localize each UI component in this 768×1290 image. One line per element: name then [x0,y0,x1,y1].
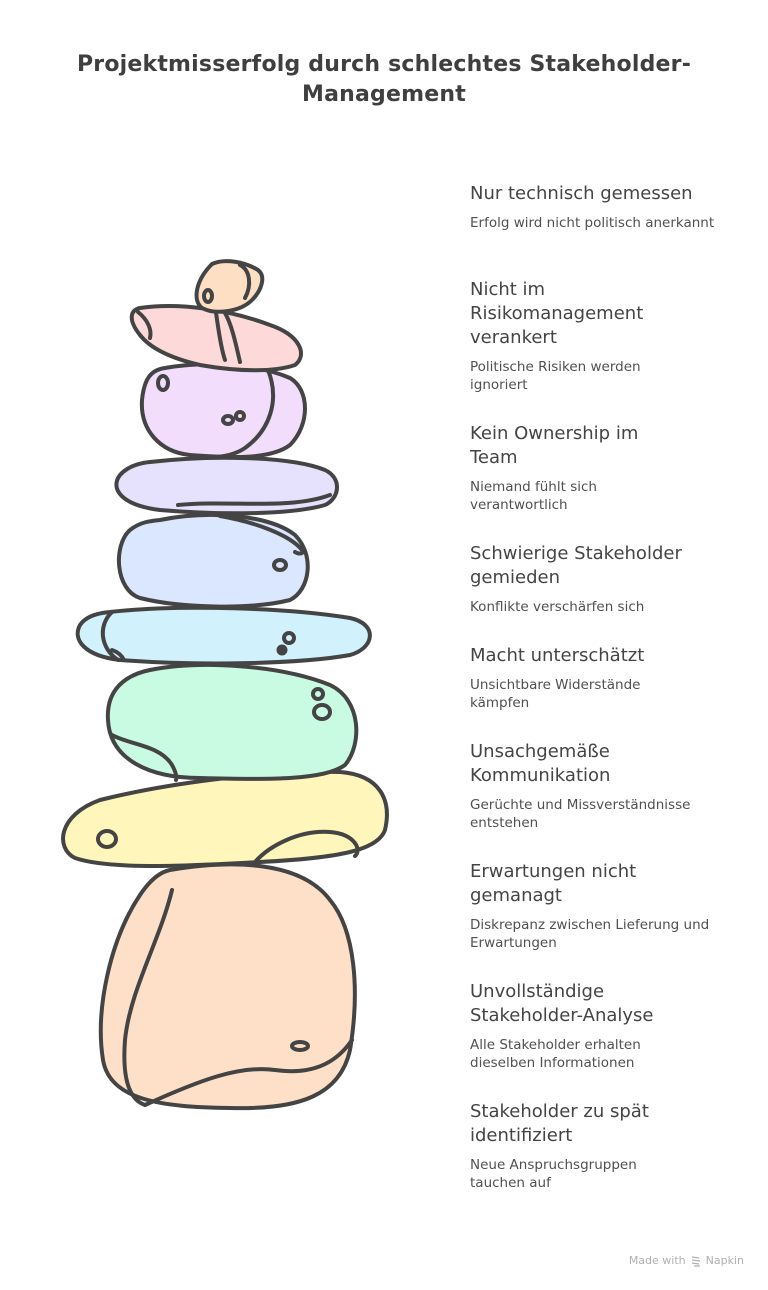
lavender-stone [114,455,339,516]
item-description: Niemand fühlt sich verantwortlich [470,479,597,513]
yellow-stone [61,769,389,868]
item-description: Gerüchte und Missverständnisse entstehen [470,797,691,831]
item-description: Erfolg wird nicht politisch anerkannt [470,215,715,231]
mint-stone [105,663,359,782]
item-title: Stakeholder zu spät identifiziert [470,1101,649,1146]
item-title: Kein Ownership im Team [470,423,639,468]
list-item: Nur technisch gemessen Erfolg wird nicht… [470,182,720,232]
cyan-stone [75,605,372,666]
item-description: Unsichtbare Widerstände kämpfen [470,677,641,711]
item-description: Neue Anspruchsgruppen tauchen auf [470,1157,637,1191]
blue-stone [116,513,310,609]
page-title: Projektmisserfolg durch schlechtes Stake… [76,52,692,107]
stone-stack-illustration [61,259,389,1111]
item-title: Schwierige Stakeholder gemieden [470,543,682,588]
pink-stone [129,304,303,373]
napkin-logo-icon [691,1255,700,1267]
napkin-brand-label: Napkin [705,1254,744,1267]
item-title: Unsachgemäße Kommunikation [470,741,611,786]
list-item: Macht unterschätzt Unsichtbare Widerstän… [470,644,720,712]
list-item: Schwierige Stakeholder gemieden Konflikt… [470,542,720,616]
purple-stone [139,362,307,460]
item-title: Macht unterschätzt [470,645,645,666]
peach-base-stone [98,862,357,1111]
item-title: Nicht im Risikomanagement verankert [470,279,644,348]
list-item: Erwartungen nicht gemanagt Diskrepanz zw… [470,860,720,952]
list-item: Unsachgemäße Kommunikation Gerüchte und … [470,740,720,832]
item-description: Diskrepanz zwischen Lieferung und Erwart… [470,917,710,951]
item-description: Alle Stakeholder erhalten dieselben Info… [470,1037,641,1071]
item-description: Politische Risiken werden ignoriert [470,359,641,393]
item-description: Konflikte verschärfen sich [470,599,645,615]
item-title: Erwartungen nicht gemanagt [470,861,637,906]
napkin-credit: Made with Napkin [629,1254,744,1267]
list-item: Nicht im Risikomanagement verankert Poli… [470,278,720,394]
item-title: Nur technisch gemessen [470,183,693,204]
made-with-label: Made with [628,1254,686,1267]
list-item: Kein Ownership im Team Niemand fühlt sic… [470,422,720,514]
top-pebble [194,259,265,314]
list-item: Stakeholder zu spät identifiziert Neue A… [470,1100,720,1192]
list-item: Unvollständige Stakeholder-Analyse Alle … [470,980,720,1072]
item-title: Unvollständige Stakeholder-Analyse [470,981,654,1026]
